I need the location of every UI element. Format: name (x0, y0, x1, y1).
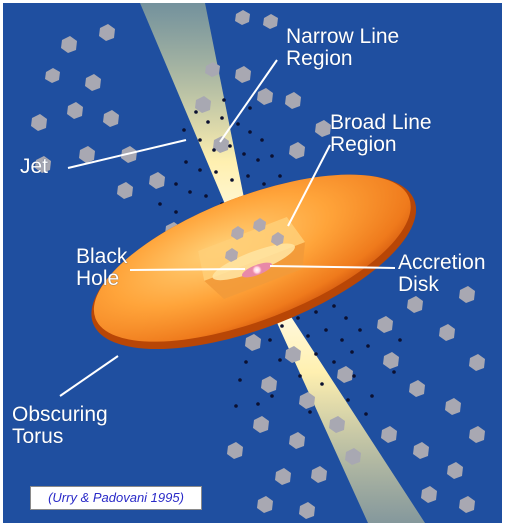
label-accretion-line1: Accretion (398, 252, 486, 274)
label-black-hole-line1: Black (76, 246, 127, 268)
label-narrow-line-region: Narrow Line Region (286, 26, 399, 70)
label-black-hole-line2: Hole (76, 268, 127, 290)
label-broad-line-line1: Broad Line (330, 112, 432, 134)
citation-box: (Urry & Padovani 1995) (30, 486, 202, 510)
label-obscuring-torus: Obscuring Torus (12, 404, 108, 448)
label-broad-line-region: Broad Line Region (330, 112, 432, 156)
bottom-margin (0, 523, 505, 530)
label-narrow-line-line2: Region (286, 48, 399, 70)
label-accretion-disk: Accretion Disk (398, 252, 486, 296)
label-accretion-line2: Disk (398, 274, 486, 296)
label-jet-text: Jet (20, 156, 48, 178)
label-torus-line1: Obscuring (12, 404, 108, 426)
label-jet: Jet (20, 156, 48, 178)
label-broad-line-line2: Region (330, 134, 432, 156)
black-hole (252, 265, 262, 275)
label-torus-line2: Torus (12, 426, 108, 448)
label-black-hole: Black Hole (76, 246, 127, 290)
label-narrow-line-line1: Narrow Line (286, 26, 399, 48)
